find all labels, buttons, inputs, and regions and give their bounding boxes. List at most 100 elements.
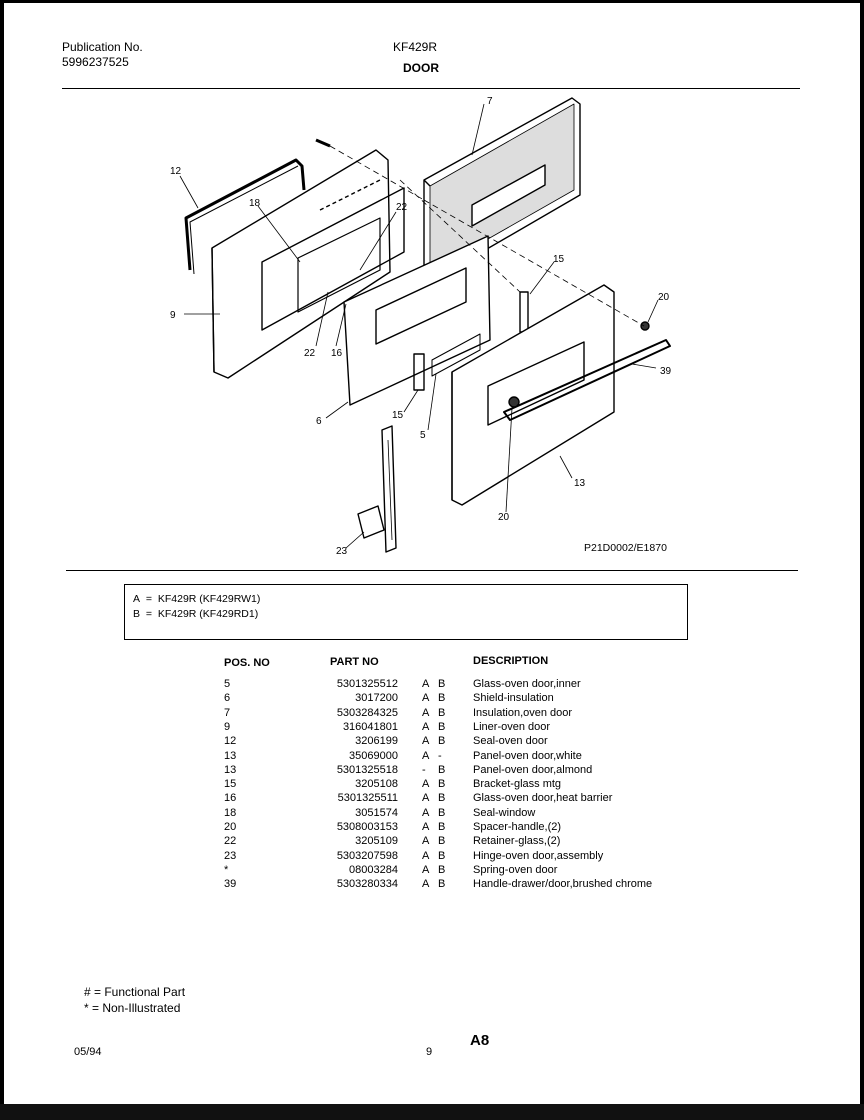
footer-date: 05/94 — [74, 1046, 102, 1058]
row-part-no: 5308003153 — [336, 821, 398, 833]
row-model-b: B — [438, 863, 446, 876]
row-model-a: A — [422, 878, 430, 891]
row-part-no: 5301325512 — [336, 678, 398, 690]
header-part-no: PART NO — [330, 656, 379, 668]
row-description: Insulation,oven door — [473, 706, 573, 719]
callout-23: 23 — [336, 546, 348, 557]
glass-part-5 — [431, 333, 481, 377]
diagram-rule — [66, 570, 798, 571]
model-number: KF429R — [393, 40, 438, 54]
row-model-b: B — [438, 735, 446, 748]
row-part-no: 5303284325 — [336, 706, 398, 719]
row-description: Liner-oven door — [473, 720, 551, 733]
legend-row: B = KF429R (KF429RD1) — [133, 608, 259, 620]
callout-15b: 15 — [392, 410, 404, 421]
callout-16: 16 — [331, 348, 343, 359]
callout-39: 39 — [660, 366, 672, 377]
row-part-no: 5301325511 — [337, 792, 398, 805]
row-part-no: 3205108 — [355, 778, 398, 791]
row-model-a: A — [422, 678, 430, 690]
row-model-b: B — [438, 778, 446, 791]
callout-12: 12 — [170, 166, 182, 177]
publication-number: 5996237525 — [62, 55, 129, 69]
row-pos-no: 13 — [224, 749, 237, 762]
insulation-part-7 — [423, 97, 581, 283]
callout-22b: 22 — [304, 348, 316, 359]
row-description: Shield-insulation — [473, 692, 554, 705]
row-model-b: B — [438, 878, 446, 891]
callout-5: 5 — [420, 430, 426, 441]
row-pos-no: 18 — [224, 806, 237, 819]
publication-label: Publication No. — [62, 40, 143, 54]
row-pos-no: 6 — [224, 692, 231, 705]
row-model-a: A — [422, 792, 430, 805]
bracket-part-15 — [413, 353, 425, 391]
panel-part-13 — [451, 284, 615, 506]
row-part-no: 5301325518 — [336, 763, 398, 776]
row-pos-no: 12 — [224, 735, 237, 748]
row-pos-no: 16 — [224, 792, 237, 805]
callout-22: 22 — [396, 202, 408, 213]
row-model-a: A — [422, 849, 430, 862]
callout-15: 15 — [553, 254, 565, 265]
handle-part-39 — [503, 339, 671, 421]
seal-part-12 — [184, 158, 306, 275]
callout-9: 9 — [170, 310, 176, 321]
row-pos-no: 9 — [224, 720, 231, 733]
row-pos-no: 5 — [224, 678, 231, 690]
row-description: Spacer-handle,(2) — [473, 821, 562, 833]
header-description: DESCRIPTION — [473, 655, 549, 667]
exploded-door-diagram: 7 12 18 22 15 20 9 22 16 39 6 15 5 13 20… — [170, 96, 672, 557]
diagram-reference: P21D0002/E1870 — [584, 542, 667, 554]
model-legend: A = KF429R (KF429RW1) B = KF429R (KF429R… — [124, 584, 688, 640]
row-model-a: A — [422, 821, 430, 833]
callout-7: 7 — [487, 96, 493, 107]
row-part-no: 316041801 — [342, 720, 398, 733]
row-description: Panel-oven door,almond — [473, 763, 593, 776]
row-model-a: A — [422, 835, 430, 848]
row-pos-no: * — [224, 863, 229, 876]
row-pos-no: 7 — [224, 706, 231, 719]
row-model-b: B — [438, 706, 446, 719]
row-description: Retainer-glass,(2) — [473, 835, 561, 848]
callout-18: 18 — [249, 198, 261, 209]
row-part-no: 35069000 — [349, 749, 398, 762]
row-model-b: B — [438, 806, 446, 819]
row-part-no: 3206199 — [355, 735, 398, 748]
row-part-no: 3017200 — [355, 692, 398, 705]
liner-part-9 — [211, 149, 405, 379]
page-frame-left — [0, 0, 4, 1120]
row-model-b: B — [438, 835, 446, 848]
row-description: Panel-oven door,white — [473, 749, 582, 762]
row-model-a: A — [422, 863, 430, 876]
row-part-no: 08003284 — [349, 863, 398, 876]
glass-part-16 — [343, 235, 491, 406]
row-description: Spring-oven door — [473, 863, 558, 876]
row-model-b: B — [438, 678, 446, 690]
row-model-a: A — [422, 735, 430, 748]
hinge-part-23 — [357, 425, 397, 553]
row-model-b: B — [438, 821, 446, 833]
row-model-a: A — [422, 778, 430, 791]
row-model-a: A — [422, 706, 430, 719]
row-pos-no: 15 — [224, 778, 237, 791]
footer-code: A8 — [470, 1032, 490, 1049]
callout-20: 20 — [658, 292, 670, 303]
spacer-part-20 — [508, 396, 520, 408]
row-part-no: 3051574 — [355, 806, 398, 819]
row-description: Seal-window — [473, 806, 536, 819]
row-model-a: A — [422, 720, 430, 733]
callout-20b: 20 — [498, 512, 510, 523]
row-model-b: - — [438, 749, 442, 762]
row-pos-no: 39 — [224, 878, 237, 891]
page-frame-right — [860, 0, 864, 1120]
row-model-a: A — [422, 806, 430, 819]
row-description: Bracket-glass mtg — [473, 778, 562, 791]
row-model-a: - — [422, 763, 426, 776]
row-part-no: 5303207598 — [336, 849, 398, 862]
row-model-b: B — [438, 720, 446, 733]
note-non-illustrated: * = Non-Illustrated — [84, 1001, 181, 1015]
row-model-b: B — [438, 692, 446, 705]
row-model-b: B — [438, 763, 446, 776]
row-part-no: 3205109 — [355, 835, 398, 848]
